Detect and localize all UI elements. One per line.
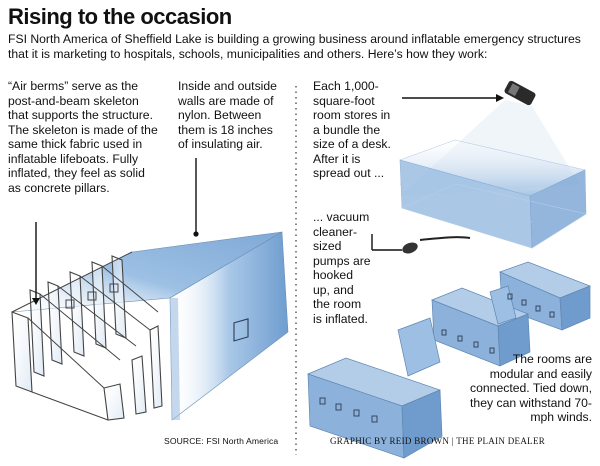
intro-text: FSI North America of Sheffield Lake is b… bbox=[8, 32, 581, 61]
caption-bundle: Each 1,000-square-foot room stores in a … bbox=[313, 79, 391, 180]
caption-pumps: ... vacuum cleaner-sized pumps are hooke… bbox=[313, 210, 371, 326]
source-note: SOURCE: FSI North America bbox=[164, 436, 279, 446]
caption-modular: The rooms are modular and easily connect… bbox=[470, 352, 592, 424]
caption-walls: Inside and outside walls are made of nyl… bbox=[178, 79, 277, 151]
graphic-credit: GRAPHIC BY REID BROWN | THE PLAIN DEALER bbox=[330, 436, 546, 446]
shelter-modular bbox=[307, 261, 591, 459]
caption-air-berms: “Air berms” serve as the post-and-beam s… bbox=[8, 79, 158, 195]
bundle-device bbox=[504, 80, 536, 106]
shelter-large bbox=[11, 158, 289, 421]
shelter-inflating bbox=[399, 139, 587, 249]
page-title: Rising to the occasion bbox=[8, 4, 232, 29]
pump-device bbox=[402, 236, 471, 254]
